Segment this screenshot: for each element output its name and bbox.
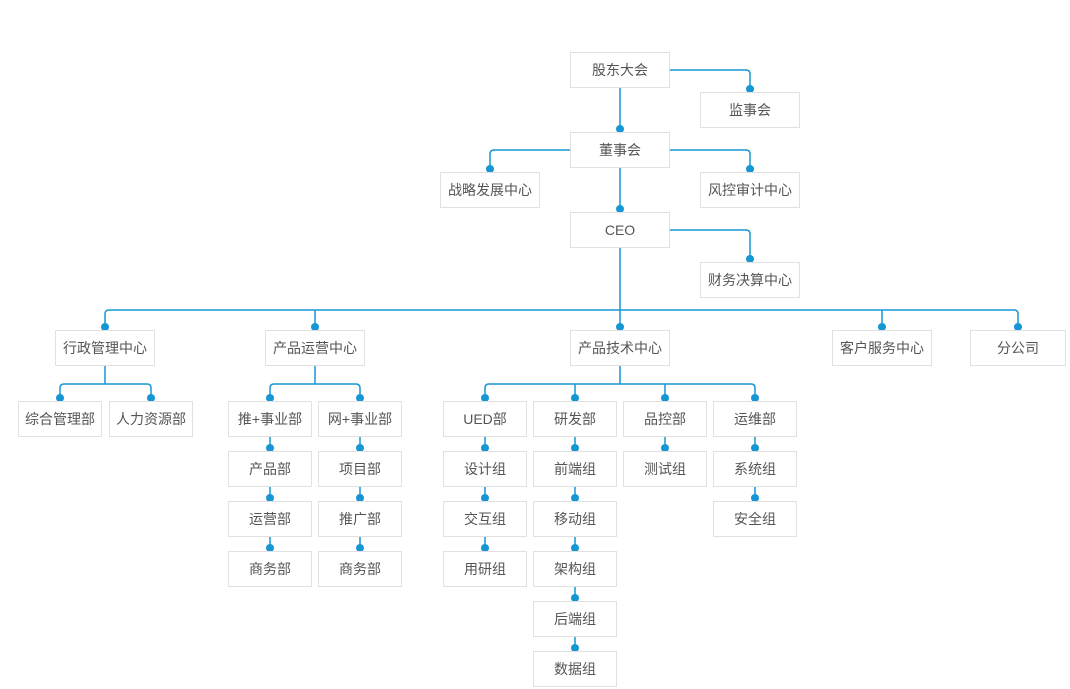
org-node-system-group: 系统组	[713, 451, 797, 487]
org-node-interaction-group: 交互组	[443, 501, 527, 537]
org-node-user-research-group: 用研组	[443, 551, 527, 587]
org-node-om-dept: 运维部	[713, 401, 797, 437]
org-node-operation-dept: 运营部	[228, 501, 312, 537]
org-node-testing-group: 测试组	[623, 451, 707, 487]
org-node-rnd-dept: 研发部	[533, 401, 617, 437]
org-node-product-tech-center: 产品技术中心	[570, 330, 670, 366]
org-node-security-group: 安全组	[713, 501, 797, 537]
org-node-architecture-group: 架构组	[533, 551, 617, 587]
org-node-ceo: CEO	[570, 212, 670, 248]
org-node-wang-business-unit: 网+事业部	[318, 401, 402, 437]
org-node-risk-audit-center: 风控审计中心	[700, 172, 800, 208]
org-node-project-dept: 项目部	[318, 451, 402, 487]
org-node-hr-dept: 人力资源部	[109, 401, 193, 437]
org-node-business-dept-wang: 商务部	[318, 551, 402, 587]
org-node-customer-service-center: 客户服务中心	[832, 330, 932, 366]
org-node-data-group: 数据组	[533, 651, 617, 687]
org-node-finance-center: 财务决算中心	[700, 262, 800, 298]
org-node-promotion-dept: 推广部	[318, 501, 402, 537]
org-node-supervisory-board: 监事会	[700, 92, 800, 128]
org-node-product-dept: 产品部	[228, 451, 312, 487]
org-node-strategy-dev-center: 战略发展中心	[440, 172, 540, 208]
org-node-board-of-directors: 董事会	[570, 132, 670, 168]
org-node-branch-company: 分公司	[970, 330, 1066, 366]
org-node-frontend-group: 前端组	[533, 451, 617, 487]
org-node-mobile-group: 移动组	[533, 501, 617, 537]
org-node-general-mgmt-dept: 综合管理部	[18, 401, 102, 437]
org-node-business-dept-tui: 商务部	[228, 551, 312, 587]
connector-dots	[56, 85, 1022, 652]
org-node-tui-business-unit: 推+事业部	[228, 401, 312, 437]
org-node-admin-center: 行政管理中心	[55, 330, 155, 366]
org-node-shareholders-meeting: 股东大会	[570, 52, 670, 88]
org-node-ued-dept: UED部	[443, 401, 527, 437]
org-node-qc-dept: 品控部	[623, 401, 707, 437]
org-node-backend-group: 后端组	[533, 601, 617, 637]
org-node-product-ops-center: 产品运营中心	[265, 330, 365, 366]
org-node-design-group: 设计组	[443, 451, 527, 487]
